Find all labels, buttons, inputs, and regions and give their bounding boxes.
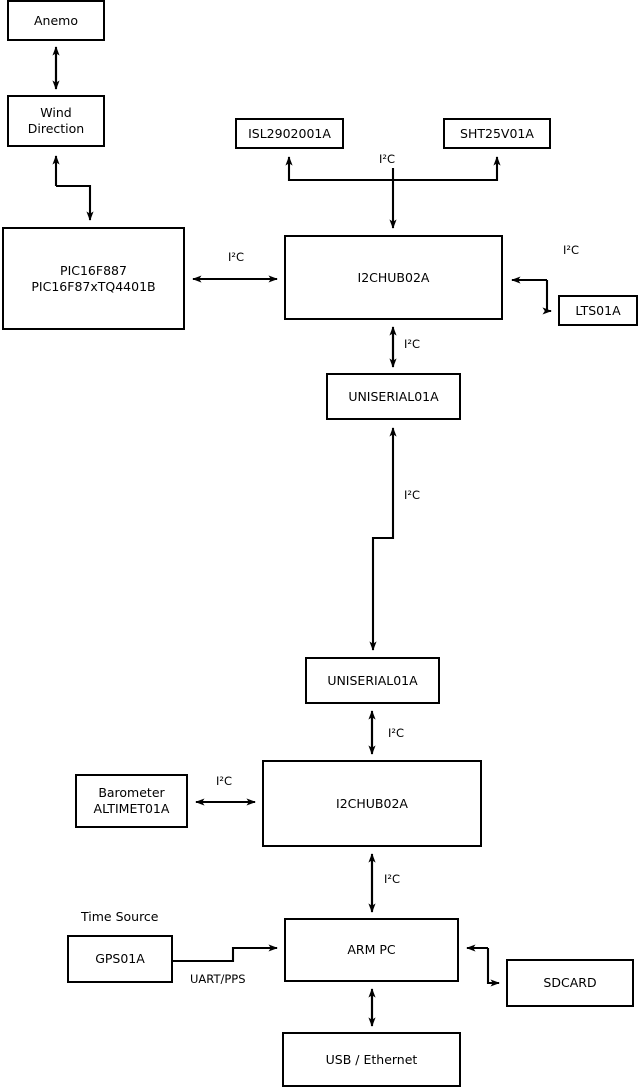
node-isl2902001a[interactable]: ISL2902001A <box>235 118 344 149</box>
node-usb-ethernet[interactable]: USB / Ethernet <box>282 1032 461 1087</box>
edge-arm-sdcard-out <box>486 948 500 987</box>
node-wind-direction[interactable]: Wind Direction <box>7 95 105 147</box>
edge-label-i2c-barometer-hub2: I²C <box>216 774 233 788</box>
edge-label-i2c-pic-hub: I²C <box>228 250 245 264</box>
edge-label-uart-pps: UART/PPS <box>190 972 246 986</box>
edge-winddir-pic-down <box>56 184 94 221</box>
edge-gps-arm <box>173 944 278 963</box>
edge-label-i2c-uniserial-link: I²C <box>404 488 421 502</box>
edge-hub-isl <box>285 156 393 182</box>
node-sdcard[interactable]: SDCARD <box>506 959 634 1007</box>
node-anemo[interactable]: Anemo <box>7 0 105 41</box>
label-time-source: Time Source <box>81 909 159 924</box>
node-uniserial01a-lower[interactable]: UNISERIAL01A <box>305 657 440 704</box>
edge-uni-uni-up <box>373 427 397 540</box>
edge-label-i2c-hub2-arm: I²C <box>384 872 401 886</box>
edge-label-i2c-hub-lts: I²C <box>563 243 580 257</box>
node-sht25v01a[interactable]: SHT25V01A <box>443 118 551 149</box>
node-lts01a[interactable]: LTS01A <box>558 295 638 326</box>
edge-label-i2c-uniserial-hub2: I²C <box>388 726 405 740</box>
node-pic-microcontroller[interactable]: PIC16F887 PIC16F87xTQ4401B <box>2 227 185 330</box>
edge-label-i2c-hub-uniserial: I²C <box>404 337 421 351</box>
node-i2chub02a-bottom[interactable]: I2CHUB02A <box>262 760 482 847</box>
node-gps01a[interactable]: GPS01A <box>67 935 173 983</box>
node-arm-pc[interactable]: ARM PC <box>284 918 459 982</box>
edge-hub-lts-out <box>542 280 552 315</box>
edge-hub-sht <box>393 156 501 182</box>
node-uniserial01a-upper[interactable]: UNISERIAL01A <box>326 373 461 420</box>
edge-label-i2c-sensor-bus: I²C <box>379 152 396 166</box>
node-barometer-altimet01a[interactable]: Barometer ALTIMET01A <box>75 774 188 828</box>
edge-uni-uni-down <box>369 536 393 651</box>
node-i2chub02a-top[interactable]: I2CHUB02A <box>284 235 503 320</box>
